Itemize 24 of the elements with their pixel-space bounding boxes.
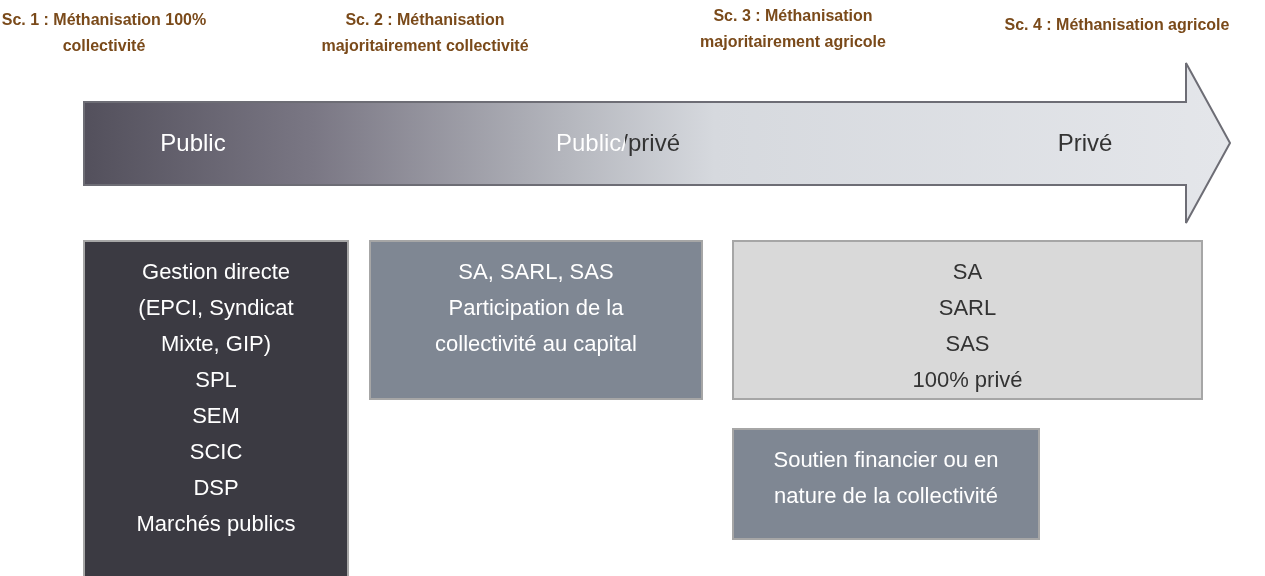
text-box <box>732 428 1040 540</box>
text-box <box>732 240 1203 400</box>
scenario-heading: Sc. 4 : Méthanisation agricole <box>1003 15 1231 35</box>
box-text: Soutien financier ou en nature de la collectivité <box>772 446 1000 510</box>
box-text: SA <box>952 258 983 286</box>
box-text: SCIC <box>189 438 243 466</box>
scenario-heading: Sc. 3 : Méthanisation majoritairement agricole <box>699 6 887 52</box>
box-text: SEM <box>192 402 240 430</box>
band-label: Privé <box>1057 129 1113 157</box>
box-text: SA, SARL, SAS <box>458 258 614 286</box>
scenario-heading: Sc. 1 : Méthanisation 100% collectivité <box>0 10 208 56</box>
box-text: 100% privé <box>912 366 1023 394</box>
box-text: DSP <box>193 474 239 502</box>
box-text: Gestion directe (EPCI, Syndicat Mixte, GIP) <box>137 258 295 358</box>
band-label: Public <box>160 129 226 157</box>
text-box <box>83 240 349 576</box>
box-text: Marchés publics <box>136 510 296 538</box>
box-text: SPL <box>195 366 237 394</box>
box-text: Participation de la collectivité au capital <box>434 294 638 358</box>
scenario-heading: Sc. 2 : Méthanisation majoritairement collectivité <box>320 10 530 56</box>
text-box <box>369 240 703 400</box>
box-text: SARL <box>938 294 997 322</box>
arrow-band <box>83 62 1233 224</box>
box-text: SAS <box>945 330 990 358</box>
